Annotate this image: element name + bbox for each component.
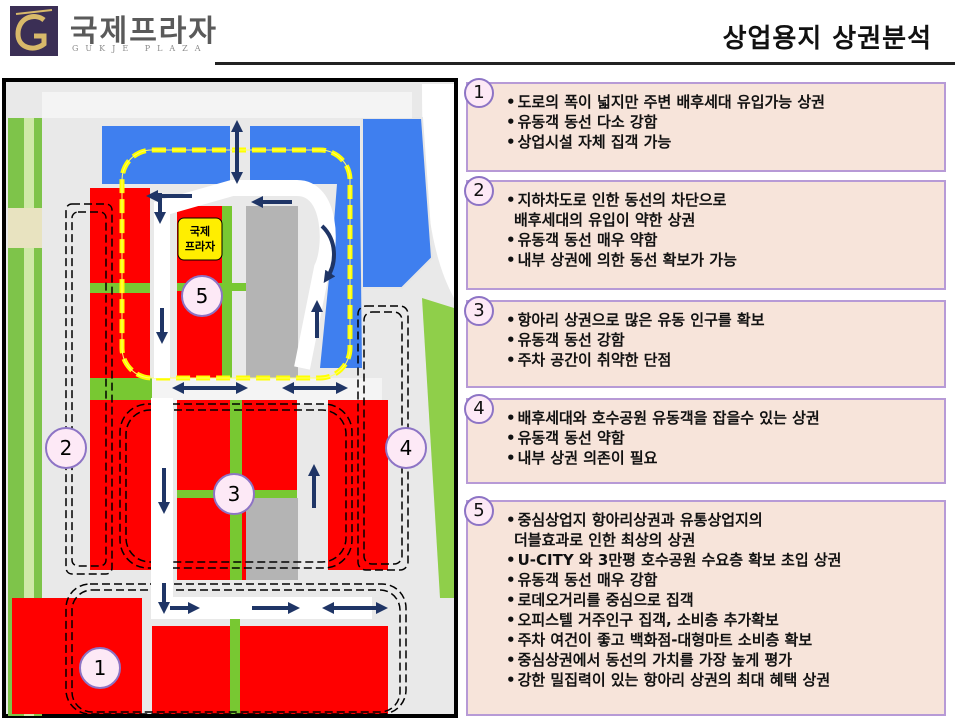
page-title: 상업용지 상권분석 — [722, 24, 932, 54]
list-item: 유동객 동선 다소 강함 — [506, 112, 825, 132]
list-item: 중심상권에서 동선의 가치를 가장 높게 평가 — [506, 650, 841, 670]
list-item: 더블효과로 인한 최상의 상권 — [514, 531, 696, 549]
list-item: 주차 공간이 취약한 단점 — [506, 350, 765, 370]
zone-5-number: 5 — [464, 496, 494, 526]
zone-3-number: 3 — [464, 296, 494, 326]
list-item: U-CITY 와 3만평 호수공원 수요층 확보 초입 상권 — [506, 550, 842, 570]
zone-1-list: 도로의 폭이 넓지만 주변 배후세대 유입가능 상권 유동객 동선 다소 강함 … — [506, 92, 825, 152]
zone-1-number: 1 — [464, 78, 494, 108]
list-item: 배후세대와 호수공원 유동객을 잡을수 있는 상권 — [506, 408, 820, 428]
list-item: 중심상업지 항아리상권과 유통상업지의 — [506, 510, 841, 530]
list-item: 배후세대의 유입이 약한 상권 — [514, 211, 696, 229]
zone-2-panel: 2 지하차도로 인한 동선의 차단으로 배후세대의 유입이 약한 상권 유동객 … — [464, 176, 946, 290]
list-item: 로데오거리를 중심으로 집객 — [506, 590, 841, 610]
svg-text:3: 3 — [228, 482, 241, 506]
marker-5: 5 — [181, 275, 223, 317]
svg-text:1: 1 — [94, 656, 107, 680]
zone-2-outline — [65, 203, 113, 575]
gukje-plaza-map-label — [177, 217, 223, 261]
zone-4-list: 배후세대와 호수공원 유동객을 잡을수 있는 상권 유동객 동선 약함 내부 상… — [506, 408, 820, 468]
red-block-east — [328, 400, 388, 570]
zone-1-panel: 1 도로의 폭이 넓지만 주변 배후세대 유입가능 상권 유동객 동선 다소 강… — [464, 78, 946, 172]
header: 국제프라자 GUKJE PLAZA 상업용지 상권분석 — [0, 0, 960, 70]
brand-name: 국제프라자 — [70, 14, 218, 49]
list-item: 지하차도로 인한 동선의 차단으로 — [506, 190, 737, 210]
zone-3-outline — [119, 403, 353, 569]
brand-subtitle: GUKJE PLAZA — [72, 44, 208, 53]
list-item: 내부 상권 의존이 필요 — [506, 448, 820, 468]
zone-4-panel: 4 배후세대와 호수공원 유동객을 잡을수 있는 상권 유동객 동선 약함 내부… — [464, 394, 946, 484]
svg-text:2: 2 — [60, 436, 73, 460]
list-item: 내부 상권에 의한 동선 확보가 가능 — [506, 250, 737, 270]
svg-text:4: 4 — [400, 436, 413, 460]
zone-5-panel: 5 중심상업지 항아리상권과 유통상업지의 더블효과로 인한 최상의 상권 U-… — [464, 496, 946, 716]
zone-1-outline — [65, 583, 407, 715]
gukje-plaza-logo-icon — [10, 6, 58, 56]
blue-block-north — [102, 126, 230, 184]
zone-3-panel: 3 항아리 상권으로 많은 유동 인구를 확보 유동객 동선 강함 주차 공간이… — [464, 296, 946, 388]
marker-3: 3 — [213, 473, 255, 515]
header-divider — [215, 62, 955, 65]
list-item: 오피스텔 거주인구 집객, 소비층 추가확보 — [506, 610, 841, 630]
marker-1: 1 — [79, 647, 121, 689]
blue-block-east — [361, 117, 434, 289]
svg-text:5: 5 — [196, 284, 209, 308]
zone-5-list: 중심상업지 항아리상권과 유통상업지의 더블효과로 인한 최상의 상권 U-CI… — [506, 510, 841, 690]
zone-3-list: 항아리 상권으로 많은 유동 인구를 확보 유동객 동선 강함 주차 공간이 취… — [506, 310, 765, 370]
list-item: 도로의 폭이 넓지만 주변 배후세대 유입가능 상권 — [506, 92, 825, 112]
list-item: 강한 밀집력이 있는 항아리 상권의 최대 혜택 상권 — [506, 670, 841, 690]
list-item: 주차 여건이 좋고 백화점-대형마트 소비층 확보 — [506, 630, 841, 650]
list-item: 유동객 동선 매우 약함 — [506, 230, 737, 250]
list-item: 상업시설 자체 집객 가능 — [506, 132, 825, 152]
gray-block-north — [246, 206, 298, 378]
list-item: 유동객 동선 강함 — [506, 330, 765, 350]
flow-arrows — [146, 120, 388, 614]
list-item: 유동객 동선 약함 — [506, 428, 820, 448]
zone-2-number: 2 — [464, 176, 494, 206]
zone-4-number: 4 — [464, 394, 494, 424]
list-item: 항아리 상권으로 많은 유동 인구를 확보 — [506, 310, 765, 330]
marker-2: 2 — [45, 427, 87, 469]
list-item: 유동객 동선 매우 강함 — [506, 570, 841, 590]
plaza-label-line-1: 국제 — [190, 224, 210, 238]
site-map: 국제 프라자 5 2 3 4 1 — [2, 78, 458, 718]
plaza-label-line-2: 프라자 — [185, 239, 216, 253]
zone-2-list: 지하차도로 인한 동선의 차단으로 배후세대의 유입이 약한 상권 유동객 동선… — [506, 190, 737, 270]
marker-4: 4 — [385, 427, 427, 469]
